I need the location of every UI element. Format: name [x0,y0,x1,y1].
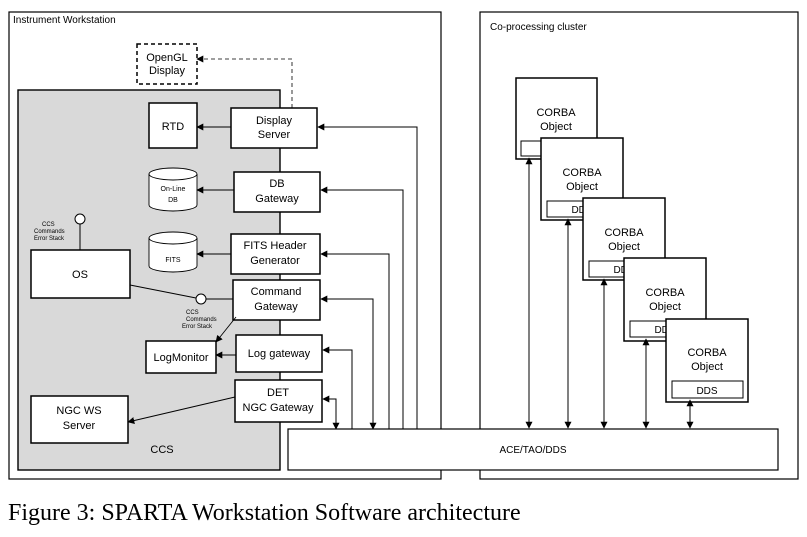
corba-object-3-title-2: Object [608,241,640,253]
logmonitor-label: LogMonitor [153,352,208,364]
os-interface-label-3: Error Stack [34,236,65,242]
command-gateway-label-1: Command [251,286,302,298]
coprocessing-cluster-label: Co-processing cluster [490,22,587,33]
fits-label: FITS [165,257,180,264]
corba-object-4-title-2: Object [649,301,681,313]
os-interface-label-1: CCS [42,222,55,228]
ngc-ws-server-label-2: Server [63,420,96,432]
os-box [30,249,131,299]
ngc-ws-server-label-1: NGC WS [56,405,101,417]
online-db-label-2: DB [168,197,178,204]
instrument-workstation-label: Instrument Workstation [13,15,116,26]
corba-object-5-title-2: Object [691,361,723,373]
os-label: OS [72,269,88,281]
corba-object-2-title-1: CORBA [562,167,602,179]
online-db-label-1: On-Line [161,186,186,193]
cmd-gateway-interface-icon [195,293,207,305]
det-ngc-gateway-box [234,379,323,423]
db-gateway-label-2: Gateway [255,193,299,205]
corba-object-2-title-2: Object [566,181,598,193]
fits-header-generator-box [230,233,321,275]
display-server-label-2: Server [258,129,291,141]
os-interface-icon [74,213,86,225]
fits-cylinder: FITS [148,231,198,273]
rtd-label: RTD [162,121,184,133]
cmd-interface-label-3: Error Stack [182,324,213,330]
bus-to-det-gateway-link [322,395,340,430]
cmd-interface-label-1: CCS [186,310,199,316]
corba-object-5-dds-box [671,380,744,399]
corba-object-3-title-1: CORBA [604,227,644,239]
corba-object-2-dds-label: DDS [571,205,592,216]
bus-to-display-server-link [317,123,418,429]
os-interface-label-2: Commands [34,229,65,235]
corba-object-1-title-2: Object [540,121,572,133]
det-to-ngc-ws-arrow [127,396,236,424]
fits-header-label-1: FITS Header [244,240,307,252]
online-db-cylinder: On-Line DB [148,167,198,212]
opengl-display-box [136,43,198,85]
bus-to-command-gateway-link [320,295,377,430]
display-server-box [230,107,318,149]
display-server-label-1: Display [256,115,293,127]
ccs-label: CCS [150,444,173,456]
corba-object-5-title-1: CORBA [687,347,727,359]
opengl-dashed-link [196,55,293,108]
command-gateway-box [232,279,321,321]
log-gateway-label: Log gateway [248,348,311,360]
fits-header-label-2: Generator [250,255,300,267]
cmd-interface-label-2: Commands [186,317,217,323]
ace-tao-dds-bus [287,428,779,471]
cmd-to-logmonitor-arrow [215,316,237,343]
bus-to-log-gateway-link [322,346,353,429]
opengl-display-label-1: OpenGL [146,52,188,64]
logmonitor-box [145,340,217,374]
det-gateway-label-2: NGC Gateway [243,402,314,414]
corba-object-4-title-1: CORBA [645,287,685,299]
det-gateway-label-1: DET [267,387,289,399]
opengl-display-label-2: Display [149,65,186,77]
bus-to-db-gateway-link [320,186,404,429]
command-gateway-label-2: Gateway [254,301,298,313]
corba-object-1-title-1: CORBA [536,107,576,119]
figure-caption: Figure 3: SPARTA Workstation Software ar… [8,500,521,526]
db-gateway-box [233,171,321,213]
ace-tao-dds-label: ACE/TAO/DDS [499,445,566,456]
db-gateway-label-1: DB [269,178,284,190]
os-to-cmd-interface-line [129,284,197,299]
bus-to-fits-header-link [320,250,390,429]
corba-object-5-dds-label: DDS [696,386,717,397]
corba-object-4-dds-label: DDS [654,325,675,336]
